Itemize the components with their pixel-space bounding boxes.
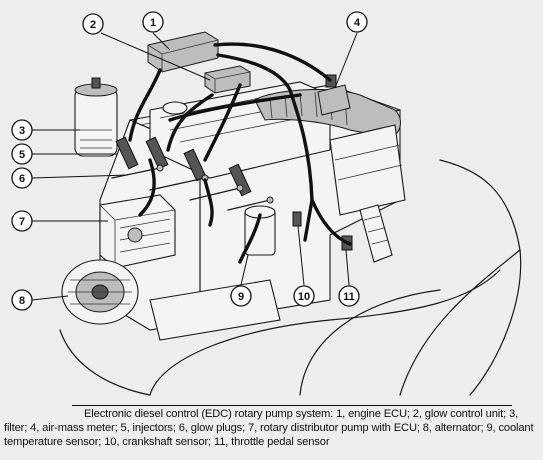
callout-5: 5 [11, 143, 33, 165]
air-mass-meter [317, 74, 351, 116]
svg-text:1: 1 [150, 17, 156, 29]
engine-ecu [147, 31, 219, 73]
caption-rule [72, 405, 512, 406]
callout-10: 10 [293, 285, 315, 307]
svg-text:11: 11 [343, 291, 355, 303]
svg-text:5: 5 [19, 149, 25, 161]
crankshaft-sensor [292, 211, 302, 227]
callout-4: 4 [346, 11, 368, 33]
svg-text:6: 6 [19, 173, 25, 185]
leader-lines [31, 32, 358, 301]
glow-plug-row [111, 164, 274, 211]
svg-text:9: 9 [238, 291, 244, 303]
svg-text:3: 3 [19, 125, 25, 137]
fuel-filter [74, 77, 118, 157]
injector-row [115, 136, 252, 197]
callout-6: 6 [11, 167, 33, 189]
svg-text:8: 8 [19, 295, 25, 307]
callout-2: 2 [82, 13, 104, 35]
glow-control-unit [204, 65, 251, 94]
callout-8: 8 [11, 289, 33, 311]
alternator [61, 259, 139, 325]
wiring-harness [128, 42, 352, 264]
figure-caption-text: Electronic diesel control (EDC) rotary p… [4, 408, 534, 448]
figure-caption: Electronic diesel control (EDC) rotary p… [4, 407, 539, 449]
svg-text:4: 4 [354, 17, 361, 29]
svg-text:2: 2 [90, 19, 96, 31]
engine-illustration: 1 2 3 4 5 6 7 8 [11, 11, 522, 396]
callout-1: 1 [142, 11, 164, 33]
svg-text:7: 7 [19, 216, 25, 228]
callout-3: 3 [11, 119, 33, 141]
callout-11: 11 [338, 285, 360, 307]
vehicle-body-outline [59, 159, 522, 396]
svg-text:10: 10 [298, 291, 310, 303]
rotary-distributor-pump [99, 194, 176, 269]
callout-9: 9 [230, 285, 252, 307]
callout-7: 7 [11, 210, 33, 232]
